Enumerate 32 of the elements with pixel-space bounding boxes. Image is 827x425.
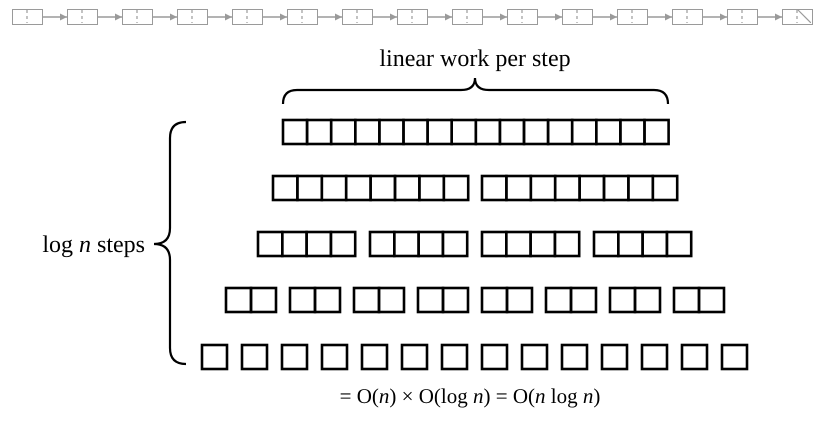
arrow bbox=[318, 14, 342, 20]
list-node-box bbox=[562, 9, 593, 25]
arrow bbox=[703, 14, 727, 20]
arrow bbox=[43, 14, 67, 20]
arrow bbox=[208, 14, 232, 20]
arrow bbox=[538, 14, 562, 20]
list-node-box bbox=[507, 9, 538, 25]
list-node-box bbox=[452, 9, 483, 25]
list-node-box bbox=[177, 9, 208, 25]
brace-label: log n steps bbox=[42, 233, 145, 257]
list-node-box bbox=[342, 9, 373, 25]
list-node-box bbox=[727, 9, 758, 25]
arrow bbox=[263, 14, 287, 20]
list-node-box bbox=[232, 9, 263, 25]
arrow bbox=[648, 14, 672, 20]
brace-label: linear work per step bbox=[379, 47, 571, 71]
null-list-node-box bbox=[782, 9, 813, 25]
list-node-box bbox=[12, 9, 43, 25]
list-node-box bbox=[287, 9, 318, 25]
complexity-formula: = O(n) × O(log n) = O(n log n) bbox=[340, 386, 600, 407]
arrow bbox=[593, 14, 617, 20]
list-node-box bbox=[397, 9, 428, 25]
list-node-box bbox=[122, 9, 153, 25]
arrow bbox=[428, 14, 452, 20]
arrow bbox=[758, 14, 782, 20]
arrow bbox=[373, 14, 397, 20]
list-node-box bbox=[67, 9, 98, 25]
arrow bbox=[98, 14, 122, 20]
arrow bbox=[153, 14, 177, 20]
arrow bbox=[483, 14, 507, 20]
list-node-box bbox=[617, 9, 648, 25]
list-node-box bbox=[672, 9, 703, 25]
